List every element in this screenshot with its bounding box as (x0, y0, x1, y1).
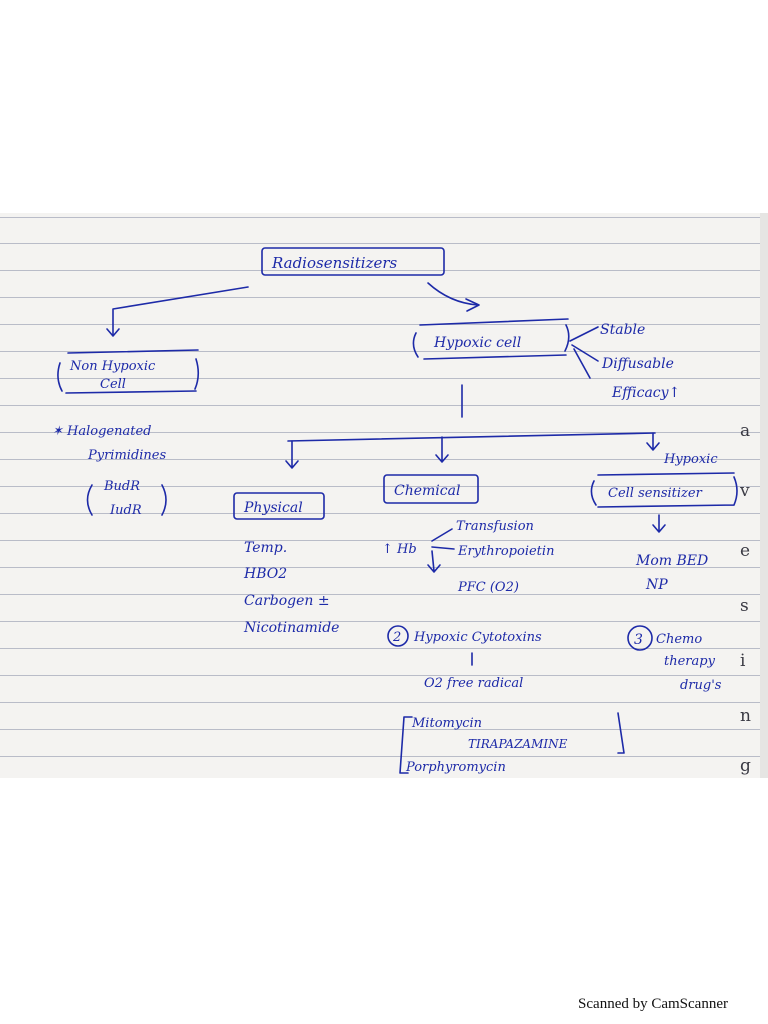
edge-letter: g (740, 756, 751, 776)
sensitizer-mombed: Mom BED (635, 553, 708, 569)
edge-letter: n (740, 706, 751, 726)
iudr-text: IudR (109, 503, 142, 518)
drug-porphyromycin: Porphyromycin (405, 760, 506, 775)
physical-hbo2: HBO2 (243, 566, 287, 582)
physical-label: Physical (243, 500, 303, 516)
edge-letter: e (740, 541, 751, 561)
arrow-to-left (112, 286, 249, 336)
edge-letter: a (740, 421, 751, 441)
pyrimidines-text: Pyrimidines (87, 448, 166, 463)
drug-bracket (399, 712, 625, 774)
arrow-physical (285, 440, 299, 469)
arrow-to-right (427, 282, 479, 306)
sensitizer-label-top: Hypoxic (663, 452, 718, 467)
sensitizer-label: Cell sensitizer (608, 486, 703, 501)
property-efficacy: Efficacy↑ (611, 385, 680, 401)
edge-letter: s (740, 596, 749, 616)
point-2-number: 2 (392, 630, 401, 645)
arrowhead-left (106, 328, 120, 337)
point-2-circle (387, 625, 409, 647)
notebook-page: Radiosensitizers Non Hypoxic Cell ✶ Halo… (0, 213, 768, 778)
therapy-text: therapy (664, 654, 716, 669)
properties-brace (569, 326, 599, 379)
drug-mitomycin: Mitomycin (411, 716, 482, 731)
edge-letter: v (740, 481, 750, 501)
halogenated-text: ✶ Halogenated (52, 424, 151, 439)
arrow-chemical (435, 436, 449, 463)
sensitizer-box (590, 472, 738, 508)
hypoxic-cell-box (412, 318, 570, 360)
handwritten-notes: Radiosensitizers Non Hypoxic Cell ✶ Halo… (52, 247, 738, 775)
chemical-label: Chemical (394, 483, 460, 499)
point-3-number: 3 (634, 632, 643, 648)
chemical-hb: ↑ Hb (382, 542, 417, 557)
example-parens (86, 484, 167, 516)
o2-free-radical: O2 free radical (424, 676, 523, 691)
property-diffusable: Diffusable (601, 356, 674, 372)
drugs-text: drug's (680, 678, 722, 693)
point-3-circle (627, 625, 653, 651)
property-stable: Stable (600, 322, 645, 338)
non-hypoxic-title-1: Non Hypoxic (69, 359, 156, 374)
non-hypoxic-box (57, 349, 200, 394)
hypoxic-cytotoxins: Hypoxic Cytotoxins (413, 630, 542, 645)
physical-nicotinamide: Nicotinamide (243, 620, 339, 636)
physical-temp: Temp. (244, 540, 287, 556)
hypoxic-cell-title: Hypoxic cell (433, 335, 521, 351)
chemical-transfusion: Transfusion (456, 519, 534, 534)
arrow-sensitizer (646, 432, 660, 451)
page-edge (760, 213, 768, 778)
edge-letter: i (740, 651, 746, 671)
chemical-pfc: PFC (O2) (457, 580, 519, 595)
chemical-box (383, 474, 479, 504)
non-hypoxic-title-2: Cell (100, 377, 126, 392)
drug-tirapazamine: TIRAPAZAMINE (468, 737, 568, 751)
sensitizer-np: NP (645, 577, 668, 593)
root-box (261, 247, 445, 276)
arrow-sensitizer-items (652, 514, 666, 533)
scanner-watermark: Scanned by CamScanner (578, 996, 728, 1012)
physical-carbogen: Carbogen ± (244, 593, 330, 609)
hb-arrows (427, 528, 455, 573)
chemical-erythropoietin: Erythropoietin (457, 544, 554, 559)
arrowhead-right (465, 298, 480, 312)
root-label: Radiosensitizers (271, 254, 398, 272)
budr-text: BudR (103, 479, 140, 494)
physical-box (233, 492, 325, 520)
chemo-text: Chemo (656, 632, 702, 647)
branch-bar (287, 432, 656, 442)
